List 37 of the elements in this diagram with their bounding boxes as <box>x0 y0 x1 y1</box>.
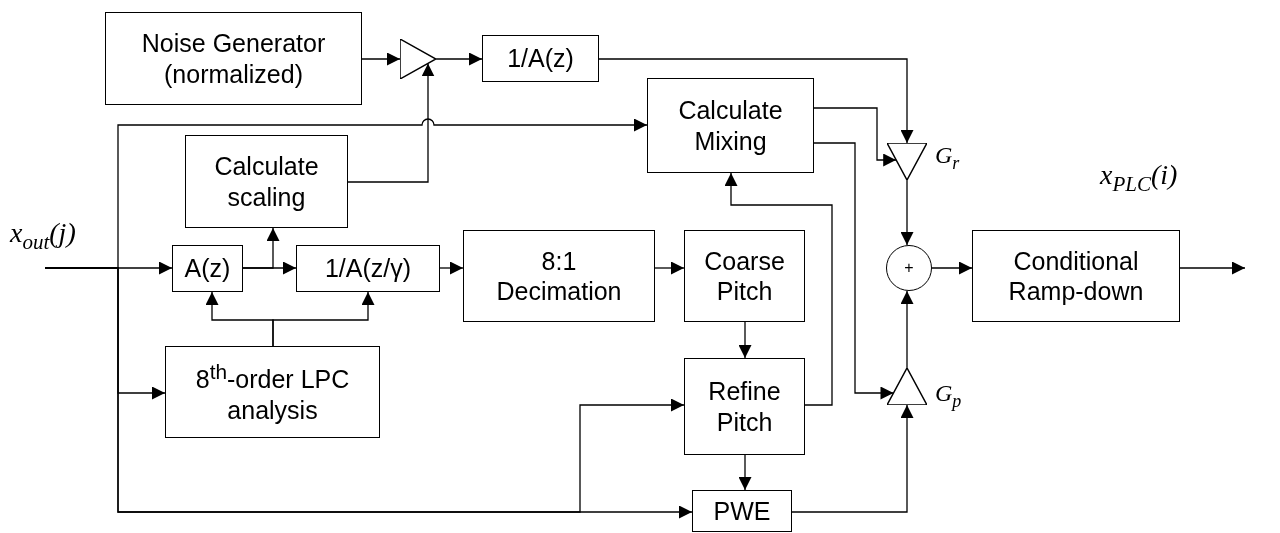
arrow <box>361 52 401 66</box>
process-box: 1/A(z) <box>482 35 599 82</box>
arrow <box>1179 261 1246 275</box>
process-box: Calculate scaling <box>185 135 348 228</box>
process-box: 1/A(z/γ) <box>296 245 440 292</box>
gain-label: G$_{p}$ <box>935 380 962 412</box>
arrow <box>738 321 752 359</box>
process-box: Noise Generator (normalized) <box>105 12 362 105</box>
process-box: PWE <box>692 490 792 532</box>
signal-label: x$_{PLC}$(i) <box>1100 160 1178 196</box>
arrow <box>931 261 973 275</box>
arrow <box>654 261 685 275</box>
amplifier-triangle <box>400 39 436 79</box>
process-box: Calculate Mixing <box>647 78 814 173</box>
signal-label: x$_{out}$(j) <box>10 218 76 254</box>
arrow <box>900 179 914 246</box>
arrow <box>738 454 752 491</box>
arrow <box>813 107 897 167</box>
arrow <box>272 291 375 347</box>
amplifier-triangle <box>887 368 927 405</box>
arrow <box>724 172 833 406</box>
arrow <box>347 62 435 183</box>
process-box: Conditional Ramp-down <box>972 230 1180 322</box>
process-box: 8$^{th}$-order LPC analysis <box>165 346 380 438</box>
summing-junction: + <box>886 245 932 291</box>
process-box: 8:1 Decimation <box>463 230 655 322</box>
arrow <box>435 52 483 66</box>
arrow <box>242 227 280 269</box>
arrow <box>439 261 464 275</box>
amplifier-triangle <box>887 143 927 180</box>
arrow <box>598 58 914 144</box>
process-box: A(z) <box>172 245 243 292</box>
arrow <box>813 142 895 400</box>
arrow <box>900 290 914 369</box>
gain-label: G$_{r}$ <box>935 142 960 174</box>
process-box: Coarse Pitch <box>684 230 805 322</box>
process-box: Refine Pitch <box>684 358 805 455</box>
